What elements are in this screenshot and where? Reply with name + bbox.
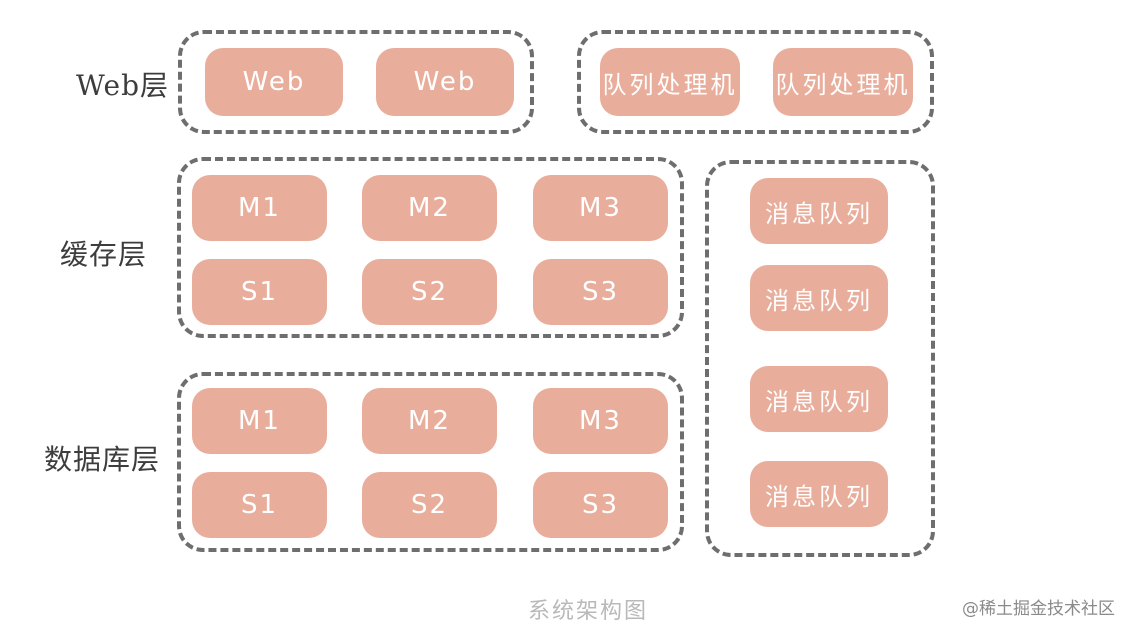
web-node-2: Web <box>376 48 514 116</box>
message-queue-node-4: 消息队列 <box>750 461 888 527</box>
diagram-caption: 系统架构图 <box>528 599 649 624</box>
cache-master-m3: M3 <box>533 175 668 241</box>
database-master-m2: M2 <box>362 388 497 454</box>
database-master-m1: M1 <box>192 388 327 454</box>
message-queue-group <box>705 160 935 557</box>
layer-label-cache: 缓存层 <box>60 238 148 271</box>
database-slave-s1: S1 <box>192 472 327 538</box>
cache-slave-s3: S3 <box>533 259 668 325</box>
message-queue-node-3: 消息队列 <box>750 366 888 432</box>
cache-slave-s1: S1 <box>192 259 327 325</box>
layer-label-database: 数据库层 <box>44 443 161 476</box>
queue-processor-node-1: 队列处理机 <box>600 48 740 116</box>
web-group <box>178 30 534 134</box>
database-slave-s3: S3 <box>533 472 668 538</box>
message-queue-node-2: 消息队列 <box>750 265 888 331</box>
queue-processor-node-2: 队列处理机 <box>773 48 913 116</box>
database-slave-s2: S2 <box>362 472 497 538</box>
cache-master-m1: M1 <box>192 175 327 241</box>
cache-group <box>177 157 684 338</box>
database-master-m3: M3 <box>533 388 668 454</box>
queue-processor-group <box>577 30 934 134</box>
cache-master-m2: M2 <box>362 175 497 241</box>
message-queue-node-1: 消息队列 <box>750 178 888 244</box>
cache-slave-s2: S2 <box>362 259 497 325</box>
web-node-1: Web <box>205 48 343 116</box>
watermark: @稀土掘金技术社区 <box>962 599 1115 619</box>
layer-label-web: Web层 <box>76 69 169 102</box>
database-group <box>177 372 684 552</box>
